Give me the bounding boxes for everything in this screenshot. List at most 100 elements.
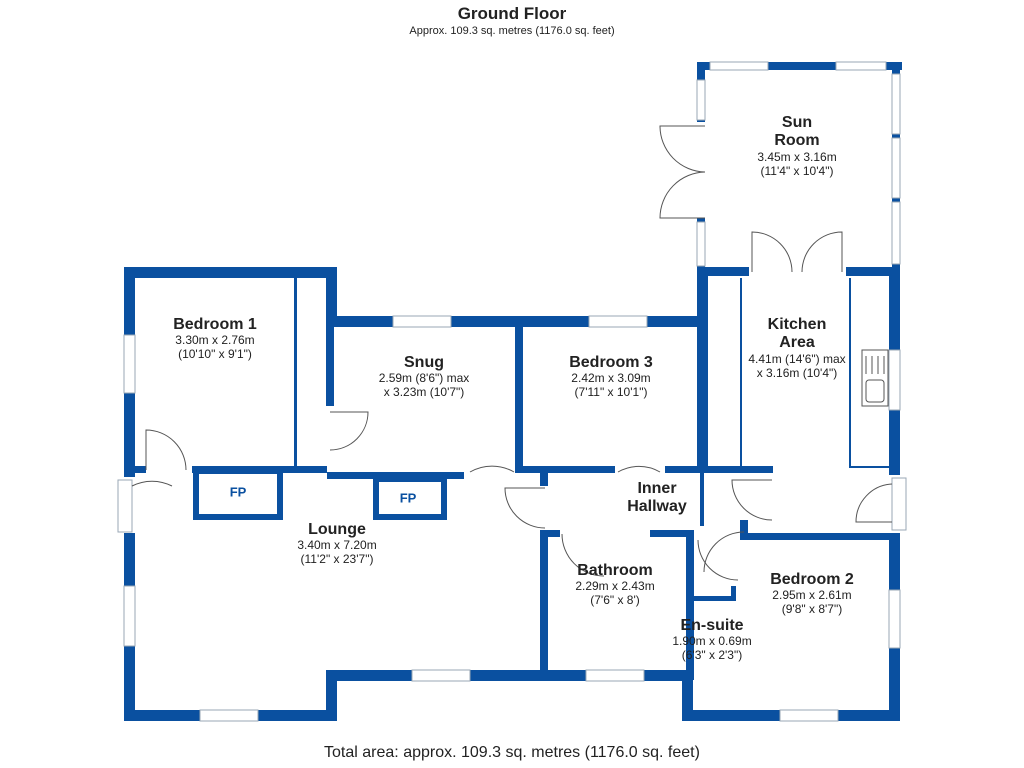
wall-bed3-bottom-b bbox=[665, 466, 773, 473]
wall-hall-right bbox=[740, 520, 748, 540]
window-bath-bottom-a bbox=[411, 669, 471, 682]
wall-hall-left-a bbox=[540, 472, 548, 486]
room-bedroom-1: Bedroom 1 3.30m x 2.76m (10'10" x 9'1") bbox=[173, 316, 257, 362]
door-sun-a bbox=[659, 125, 706, 173]
room-imperial: (7'6" x 8') bbox=[590, 593, 640, 608]
room-kitchen: Kitchen Area 4.41m (14'6") max x 3.16m (… bbox=[748, 316, 845, 380]
room-imperial: (9'8" x 8'7") bbox=[781, 602, 843, 617]
wall-snug-left bbox=[326, 316, 334, 406]
wall-bed1-top bbox=[124, 267, 337, 278]
door-hall-left bbox=[504, 487, 546, 529]
room-metric: 2.59m (8'6") max bbox=[378, 371, 470, 386]
room-ensuite: En-suite 1.90m x 0.69m (6'3" x 2'3") bbox=[672, 617, 751, 663]
wall-bed1-right-stub bbox=[326, 267, 337, 327]
room-name: Bedroom 3 bbox=[569, 354, 653, 371]
wall-sun-top bbox=[697, 62, 902, 70]
door-kitchen-ext bbox=[855, 483, 893, 523]
window-lounge-left bbox=[123, 585, 136, 647]
window-front-door bbox=[117, 479, 133, 533]
room-metric: 3.30m x 2.76m bbox=[175, 333, 255, 348]
room-name-2: Area bbox=[779, 334, 815, 352]
wall-lounge-step bbox=[326, 670, 337, 721]
window-sun-right-b bbox=[891, 137, 901, 199]
sink-bowl bbox=[865, 379, 885, 403]
doors bbox=[131, 125, 893, 581]
room-name: Bedroom 1 bbox=[173, 316, 257, 333]
window-kitchen-door bbox=[891, 477, 907, 531]
room-name: Bathroom bbox=[577, 562, 653, 579]
door-snug bbox=[329, 411, 369, 451]
door-kitchen-sun-b bbox=[801, 231, 843, 273]
floor-title: Ground Floor bbox=[457, 4, 567, 23]
room-metric: 4.41m (14'6") max bbox=[748, 351, 846, 366]
wall-kitchen-counter bbox=[849, 278, 851, 468]
room-metric: 2.95m x 2.61m bbox=[772, 588, 852, 603]
door-bed1 bbox=[145, 429, 187, 471]
door-ensuite bbox=[697, 539, 739, 581]
room-name-2: Room bbox=[774, 132, 820, 150]
kitchen-sink bbox=[861, 349, 889, 407]
window-bed2-bottom bbox=[779, 709, 839, 722]
door-sun-b bbox=[659, 171, 706, 219]
total-area: Total area: approx. 109.3 sq. metres (11… bbox=[324, 744, 700, 761]
wall-bed2-left bbox=[682, 670, 693, 721]
door-lounge-hall bbox=[469, 465, 515, 473]
wall-hall-kitchen bbox=[700, 466, 704, 526]
wall-ensuite-stub bbox=[686, 596, 736, 601]
door-front bbox=[131, 480, 173, 487]
room-imperial: (7'11" x 10'1") bbox=[574, 385, 648, 400]
window-sun-right-c bbox=[891, 201, 901, 265]
room-imperial: x 3.23m (10'7") bbox=[383, 385, 465, 400]
wall-kitchen-top-left bbox=[697, 267, 749, 276]
room-name: En-suite bbox=[680, 617, 744, 634]
room-name: Sun bbox=[781, 114, 813, 131]
room-name: Kitchen bbox=[767, 316, 827, 333]
wall-ensuite-stub-v bbox=[731, 586, 736, 601]
room-metric: 2.42m x 3.09m bbox=[571, 371, 651, 386]
room-name: Bedroom 2 bbox=[770, 571, 854, 588]
room-bathroom: Bathroom 2.29m x 2.43m (7'6" x 8') bbox=[575, 562, 654, 608]
window-sun-left-a bbox=[696, 79, 706, 121]
wall-bed2-top bbox=[745, 533, 900, 540]
sink-outer bbox=[861, 349, 889, 407]
window-sun-top-b bbox=[835, 61, 887, 71]
fireplace-2-label: FP bbox=[399, 490, 417, 506]
window-bed2-right bbox=[888, 589, 901, 649]
fireplace-1-box bbox=[193, 468, 283, 520]
window-bed1-left bbox=[123, 334, 136, 394]
room-metric: 2.29m x 2.43m bbox=[575, 579, 655, 594]
wall-bath-right bbox=[686, 530, 694, 680]
room-name-2: Hallway bbox=[627, 498, 687, 516]
room-imperial: (11'4" x 10'4") bbox=[760, 163, 834, 178]
wall-bath-top bbox=[540, 530, 560, 537]
window-sun-left-b bbox=[696, 221, 706, 267]
room-snug: Snug 2.59m (8'6") max x 3.23m (10'7") bbox=[379, 354, 470, 400]
fireplace-2-box bbox=[373, 476, 447, 520]
window-lounge-bottom bbox=[199, 709, 259, 722]
wall-snug-partition bbox=[294, 278, 297, 468]
wall-bed3-bottom-a bbox=[515, 466, 615, 473]
room-inner-hallway: Inner Hallway bbox=[627, 480, 687, 517]
room-bedroom-2: Bedroom 2 2.95m x 2.61m (9'8" x 8'7") bbox=[770, 571, 854, 617]
room-metric: 3.40m x 7.20m bbox=[297, 538, 377, 553]
window-sun-top-a bbox=[709, 61, 769, 71]
window-bath-bottom-b bbox=[585, 669, 645, 682]
room-imperial: x 3.16m (10'4") bbox=[756, 365, 838, 380]
door-kitchen-sun-a bbox=[751, 231, 793, 273]
door-bed2 bbox=[703, 531, 745, 573]
wall-kitchen-counter-b bbox=[849, 466, 889, 468]
fireplace-1-label: FP bbox=[229, 484, 247, 500]
door-bed3 bbox=[617, 465, 661, 473]
window-bed3-top bbox=[588, 315, 648, 328]
floor-area: Approx. 109.3 sq. metres (1176.0 sq. fee… bbox=[409, 25, 615, 37]
wall-lounge-top-a bbox=[124, 466, 146, 473]
window-sun-right-a bbox=[891, 73, 901, 135]
room-sun-room: Sun Room 3.45m x 3.16m (11'4" x 10'4") bbox=[757, 114, 836, 178]
room-metric: 3.45m x 3.16m bbox=[757, 149, 837, 164]
room-imperial: (10'10" x 9'1") bbox=[178, 347, 252, 362]
windows bbox=[117, 61, 907, 722]
room-name: Lounge bbox=[308, 521, 366, 538]
room-imperial: (6'3" x 2'3") bbox=[681, 648, 743, 663]
door-bath bbox=[561, 533, 605, 577]
wall-bath-top-b bbox=[650, 530, 694, 537]
